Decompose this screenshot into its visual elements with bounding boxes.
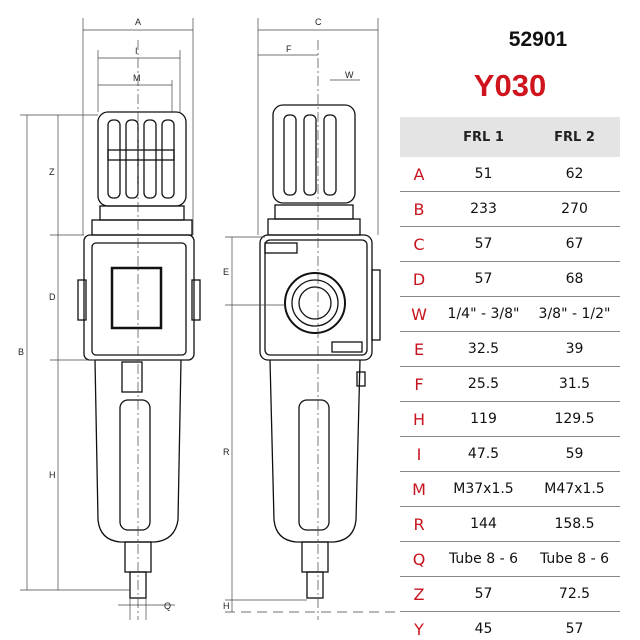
model-name: Y030: [473, 68, 547, 103]
dimension-key: A: [400, 157, 438, 192]
dimension-key: D: [400, 261, 438, 297]
dimension-key: R: [400, 506, 438, 542]
dim-label-w: W: [345, 70, 354, 80]
table-header: FRL 1 FRL 2: [400, 117, 620, 157]
dim-label-e: E: [223, 267, 229, 277]
dimension-value-frl2: Tube 8 - 6: [529, 541, 620, 577]
dimension-key: Q: [400, 541, 438, 577]
front-view: [20, 18, 201, 620]
dimension-value-frl2: 57: [529, 611, 620, 640]
dimension-value-frl1: 57: [438, 226, 529, 262]
dimension-value-frl2: 59: [529, 436, 620, 472]
dimension-value-frl1: 119: [438, 401, 529, 437]
dimension-key: Z: [400, 576, 438, 612]
dim-label-m: M: [133, 73, 141, 83]
dim-label-i: I: [135, 46, 138, 56]
dim-label-a: A: [135, 17, 141, 27]
dimension-key: H: [400, 401, 438, 437]
dimension-key: E: [400, 331, 438, 367]
dimension-value-frl2: M47x1.5: [529, 471, 620, 507]
dim-label-d: D: [49, 292, 56, 302]
dimension-key: C: [400, 226, 438, 262]
dimension-value-frl1: 1/4" - 3/8": [438, 296, 529, 332]
dimension-value-frl1: 57: [438, 576, 529, 612]
dimension-key: W: [400, 296, 438, 332]
dimension-value-frl2: 67: [529, 226, 620, 262]
dimension-value-frl2: 31.5: [529, 366, 620, 402]
dimension-value-frl1: M37x1.5: [438, 471, 529, 507]
column-header: FRL 2: [529, 117, 620, 157]
dimension-value-frl1: 51: [438, 157, 529, 192]
dim-label-h: H: [49, 470, 56, 480]
dim-label-h2: H: [223, 601, 230, 611]
dimension-value-frl2: 270: [529, 191, 620, 227]
dim-label-z: Z: [49, 167, 55, 177]
dimension-value-frl1: 47.5: [438, 436, 529, 472]
dimension-value-frl2: 62: [529, 157, 620, 192]
dimension-key: B: [400, 191, 438, 227]
dimension-key: M: [400, 471, 438, 507]
dimension-value-frl2: 129.5: [529, 401, 620, 437]
dimension-value-frl1: 144: [438, 506, 529, 542]
dimension-value-frl2: 39: [529, 331, 620, 367]
dimension-key: F: [400, 366, 438, 402]
dimension-value-frl1: 233: [438, 191, 529, 227]
dim-label-q: Q: [164, 601, 171, 611]
dimension-value-frl2: 158.5: [529, 506, 620, 542]
dimension-value-frl1: Tube 8 - 6: [438, 541, 529, 577]
column-header: FRL 1: [438, 117, 529, 157]
dimension-value-frl1: 32.5: [438, 331, 529, 367]
dimension-value-frl2: 3/8" - 1/2": [529, 296, 620, 332]
dimension-value-frl2: 68: [529, 261, 620, 297]
side-view: [225, 18, 400, 620]
dim-label-f: F: [286, 44, 292, 54]
dimension-value-frl1: 57: [438, 261, 529, 297]
column-header: [400, 117, 438, 157]
dimension-key: Y: [400, 611, 438, 640]
product-code: 52901: [508, 28, 568, 51]
dim-label-c: C: [315, 17, 322, 27]
dimension-value-frl1: 45: [438, 611, 529, 640]
dim-label-b: B: [18, 347, 24, 357]
dimension-key: I: [400, 436, 438, 472]
dimension-value-frl1: 25.5: [438, 366, 529, 402]
dim-label-r: R: [223, 447, 230, 457]
dimension-value-frl2: 72.5: [529, 576, 620, 612]
